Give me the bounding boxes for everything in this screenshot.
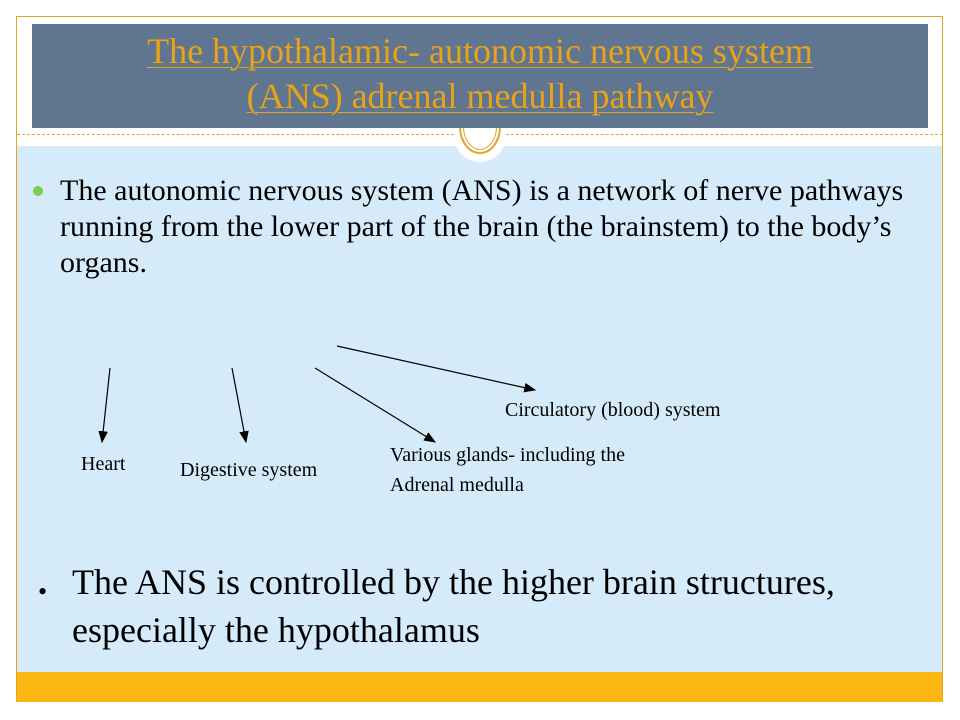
- slide-title-line2[interactable]: (ANS) adrenal medulla pathway: [246, 76, 714, 116]
- arrow-glands: [314, 367, 437, 443]
- bullet-ans-control: The ANS is controlled by the higher brai…: [72, 562, 835, 650]
- content-area: [17, 146, 942, 672]
- footer-band: [17, 672, 942, 702]
- bullet2-icon: •: [38, 577, 48, 606]
- label-digestive: Digestive system: [180, 459, 318, 481]
- title-box: The hypothalamic- autonomic nervous syst…: [32, 24, 928, 128]
- arrow-circulatory: [336, 345, 537, 393]
- bullet-ans-description: The autonomic nervous system (ANS) is a …: [60, 174, 904, 279]
- label-glands-1: Various glands- including the: [390, 444, 625, 466]
- label-circulatory: Circulatory (blood) system: [505, 399, 721, 421]
- slide-title-line1[interactable]: The hypothalamic- autonomic nervous syst…: [147, 31, 813, 71]
- bullet-icon: [33, 186, 43, 196]
- arrow-digestive: [231, 367, 249, 444]
- label-heart: Heart: [81, 453, 126, 475]
- arrow-heart: [98, 367, 111, 444]
- label-glands-2: Adrenal medulla: [390, 474, 524, 496]
